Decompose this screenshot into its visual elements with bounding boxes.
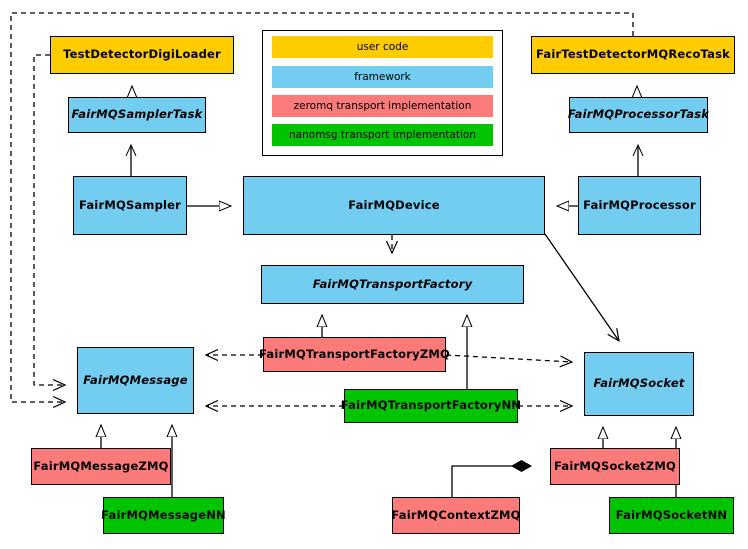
- class-label: FairMQTransportFactoryZMQ: [259, 346, 451, 361]
- class-node-fairmqtransportfactoryzmq[interactable]: FairMQTransportFactoryZMQ: [259, 337, 450, 372]
- class-node-fairmqdevice[interactable]: FairMQDevice: [243, 176, 545, 235]
- legend-item-nanomsg: nanomsg transport implementation: [272, 124, 493, 146]
- legend-item-user-code: user code: [272, 36, 493, 58]
- class-node-fairmqmessagenn[interactable]: FairMQMessageNN: [101, 497, 226, 534]
- class-node-fairmqprocessortask[interactable]: FairMQProcessorTask: [567, 97, 710, 133]
- legend-label-zeromq: zeromq transport implementation: [293, 100, 472, 112]
- class-node-fairmqcontextzmq[interactable]: FairMQContextZMQ: [391, 497, 521, 534]
- class-label: FairMQSocketNN: [615, 507, 728, 522]
- legend-label-user-code: user code: [356, 41, 409, 53]
- class-node-testdetectordigiloader[interactable]: TestDetectorDigiLoader: [50, 36, 234, 74]
- legend-item-zeromq: zeromq transport implementation: [272, 95, 493, 117]
- edge-contextzmq-to-socketzmq: [451, 466, 531, 497]
- class-node-fairmqsocket[interactable]: FairMQSocket: [584, 352, 694, 416]
- class-node-fairmqsampler[interactable]: FairMQSampler: [73, 176, 187, 235]
- class-node-fairmqtransportfactory[interactable]: FairMQTransportFactory: [261, 265, 524, 304]
- class-node-fairmqprocessor[interactable]: FairMQProcessor: [578, 176, 701, 235]
- class-node-fairmqmessage[interactable]: FairMQMessage: [77, 347, 194, 414]
- edge-device-to-socket: [544, 233, 619, 341]
- class-label: FairMQDevice: [348, 197, 440, 212]
- class-label: FairMQTransportFactory: [312, 276, 473, 291]
- class-label: FairMQContextZMQ: [391, 507, 521, 522]
- edge-digiloader-to-message: [33, 54, 65, 385]
- class-label: FairMQSocket: [593, 376, 685, 391]
- class-node-fairmqmessagezmq[interactable]: FairMQMessageZMQ: [31, 448, 171, 485]
- class-label: FairTestDetectorMQRecoTask: [536, 47, 730, 62]
- class-label: FairMQTransportFactoryNN: [340, 398, 522, 413]
- class-label: FairMQProcessorTask: [567, 107, 710, 122]
- edge-factoryzmq-to-socket: [445, 354, 572, 362]
- class-label: FairMQSamplerTask: [71, 107, 203, 122]
- class-label: FairMQMessageNN: [101, 507, 226, 522]
- class-label: TestDetectorDigiLoader: [63, 47, 221, 62]
- class-label: FairMQMessage: [83, 372, 188, 387]
- legend-label-framework: framework: [354, 71, 411, 83]
- class-node-fairmqsamplertask[interactable]: FairMQSamplerTask: [68, 97, 206, 133]
- class-label: FairMQMessageZMQ: [33, 458, 169, 473]
- class-node-fairtestdetectormqrecotask[interactable]: FairTestDetectorMQRecoTask: [531, 36, 735, 74]
- class-node-fairmqsocketnn[interactable]: FairMQSocketNN: [609, 497, 734, 534]
- class-label: FairMQProcessor: [583, 197, 696, 212]
- class-node-fairmqsocketzmq[interactable]: FairMQSocketZMQ: [550, 448, 680, 485]
- class-label: FairMQSampler: [78, 197, 182, 212]
- class-node-fairmqtransportfactorynn[interactable]: FairMQTransportFactoryNN: [341, 389, 521, 423]
- legend-label-nanomsg: nanomsg transport implementation: [289, 129, 476, 141]
- legend-item-framework: framework: [272, 66, 493, 88]
- class-label: FairMQSocketZMQ: [554, 458, 676, 473]
